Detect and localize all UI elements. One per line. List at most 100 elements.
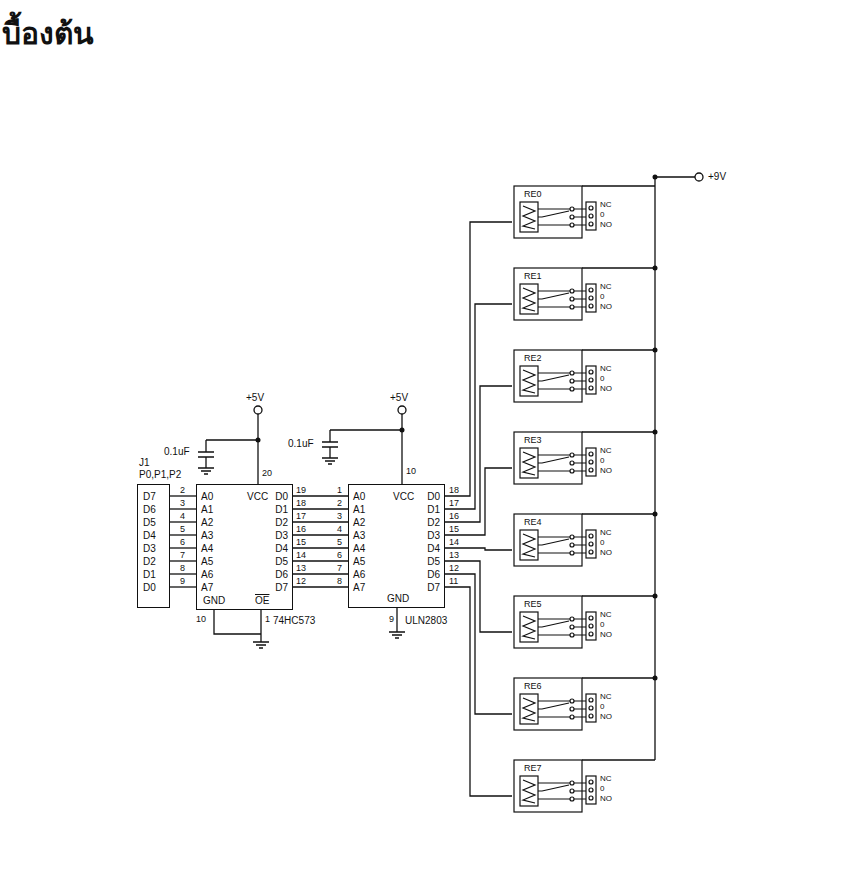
contact-name: 0 xyxy=(600,374,604,384)
part-number: ULN2803 xyxy=(405,615,447,627)
signal-wire xyxy=(445,561,512,632)
relay-name: RE5 xyxy=(524,599,542,610)
pin-number: 8 xyxy=(337,576,342,587)
junction-dot xyxy=(400,428,405,433)
relay-name: RE0 xyxy=(524,189,542,200)
contact-name: NC xyxy=(600,364,612,374)
junction-dot xyxy=(653,594,658,599)
heading: บื้องต้น xyxy=(2,14,94,54)
pin-name: D6 xyxy=(275,569,288,581)
pin-name: D2 xyxy=(427,517,440,529)
contact-name: NO xyxy=(600,220,612,230)
contact-name: NC xyxy=(600,774,612,784)
part-number: 74HC573 xyxy=(273,615,315,627)
relay-name: RE3 xyxy=(524,435,542,446)
signal-wire xyxy=(170,547,196,548)
supply-terminal xyxy=(695,173,703,181)
pin-number: 7 xyxy=(337,563,342,574)
pin-name: OE xyxy=(255,595,269,607)
relay-name: RE2 xyxy=(524,353,542,364)
pin-number: 5 xyxy=(337,537,342,548)
pin-number: 16 xyxy=(296,524,306,535)
pin-name: A0 xyxy=(201,491,213,503)
pin-name: A2 xyxy=(201,517,213,529)
vcc-wire xyxy=(401,414,402,484)
pin-name: A6 xyxy=(353,569,365,581)
pin-name: A7 xyxy=(353,582,365,594)
signal-wire xyxy=(445,574,512,714)
pin-name: D3 xyxy=(143,543,156,555)
pin-name: VCC xyxy=(393,491,414,503)
contact-name: NC xyxy=(600,446,612,456)
pin-number: 13 xyxy=(296,563,306,574)
connector-header: J1P0,P1,P2D7D6D5D4D3D2D1D0 xyxy=(137,484,170,608)
junction-dot xyxy=(256,438,261,443)
signal-wire xyxy=(445,468,512,535)
relay-name: RE7 xyxy=(524,763,542,774)
ground-symbol xyxy=(389,632,405,638)
relay-symbol: RE5NC0NO xyxy=(512,592,630,650)
pin-name: D7 xyxy=(275,582,288,594)
contact-name: 0 xyxy=(600,210,604,220)
pin-name: D6 xyxy=(427,569,440,581)
relay-name: RE1 xyxy=(524,271,542,282)
signal-wire xyxy=(293,586,348,587)
relay-symbol: RE3NC0NO xyxy=(512,428,630,486)
pin-number: 8 xyxy=(180,563,185,574)
pin-number: 7 xyxy=(180,550,185,561)
pin-name: D0 xyxy=(275,491,288,503)
pin-name: A4 xyxy=(201,543,213,555)
pin-name: A5 xyxy=(201,556,213,568)
capacitor-symbol xyxy=(322,430,402,458)
part-name: J1 xyxy=(139,457,150,469)
pin-name: VCC xyxy=(247,491,268,503)
signal-wire xyxy=(170,521,196,522)
signal-wire xyxy=(445,222,512,496)
relay-symbol: RE1NC0NO xyxy=(512,264,630,322)
pin-name: D5 xyxy=(427,556,440,568)
contact-name: NC xyxy=(600,282,612,292)
contact-name: NO xyxy=(600,794,612,804)
supply-label: +9V xyxy=(708,171,726,183)
pin-name: D4 xyxy=(143,530,156,542)
junction-dot xyxy=(653,175,658,180)
signal-wire xyxy=(170,495,196,496)
contact-name: 0 xyxy=(600,538,604,548)
capacitor-value: 0.1uF xyxy=(164,446,190,458)
junction-dot xyxy=(653,512,658,517)
signal-wire xyxy=(293,508,348,509)
supply-label: +5V xyxy=(246,392,264,404)
contact-name: NO xyxy=(600,548,612,558)
ground-wire xyxy=(214,610,261,642)
contact-name: 0 xyxy=(600,784,604,794)
pin-name: D7 xyxy=(427,582,440,594)
pin-name: A5 xyxy=(353,556,365,568)
signal-wire xyxy=(445,548,512,550)
pin-number: 20 xyxy=(262,468,272,479)
relay-symbol: RE0NC0NO xyxy=(512,182,630,240)
pin-number: 17 xyxy=(449,498,459,509)
pin-name: D5 xyxy=(275,556,288,568)
pin-number: 17 xyxy=(296,511,306,522)
supply-terminal xyxy=(398,406,406,414)
pin-number: 18 xyxy=(449,485,459,496)
junction-dot xyxy=(653,676,658,681)
pin-number: 3 xyxy=(180,498,185,509)
pin-name: D1 xyxy=(427,504,440,516)
contact-name: NC xyxy=(600,610,612,620)
pin-number: 4 xyxy=(337,524,342,535)
pin-number: 15 xyxy=(296,537,306,548)
relay-name: RE6 xyxy=(524,681,542,692)
pin-name: D5 xyxy=(143,517,156,529)
pin-number: 12 xyxy=(449,563,459,574)
contact-name: 0 xyxy=(600,292,604,302)
pin-number: 14 xyxy=(449,537,459,548)
pin-name: D0 xyxy=(427,491,440,503)
relay-symbol: RE2NC0NO xyxy=(512,346,630,404)
ground-symbol xyxy=(198,468,214,474)
pin-name: A1 xyxy=(201,504,213,516)
contact-name: NC xyxy=(600,528,612,538)
latch-ic: A0A1A2A3A4A5A6A7VCCD0D1D2D3D4D5D6D7GNDOE… xyxy=(196,484,293,610)
pin-number: 18 xyxy=(296,498,306,509)
supply-bus xyxy=(655,177,695,760)
